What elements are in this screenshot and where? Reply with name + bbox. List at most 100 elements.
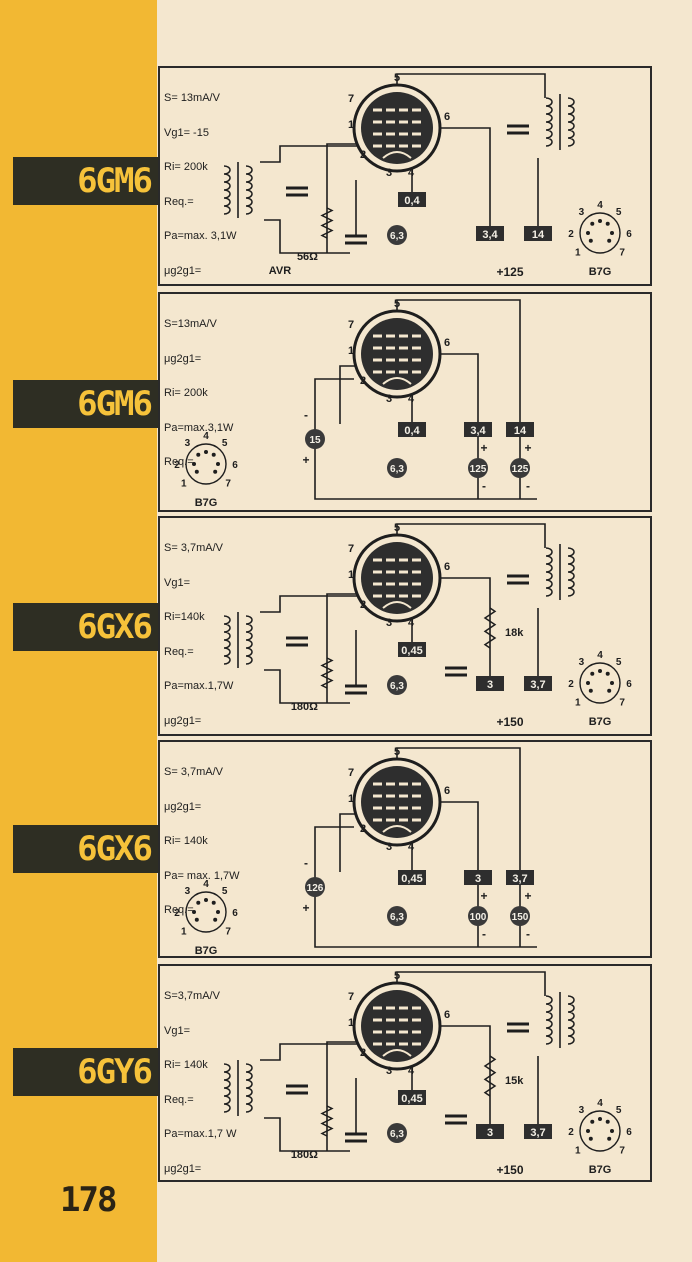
socket-diagram-outline: [579, 662, 621, 704]
grid-meter: 15: [309, 435, 321, 446]
schematic-panel-6gx6-measurement: S= 3,7mA/V μg2g1= Ri= 140k Pa= max. 1,7W…: [158, 740, 652, 958]
socket-pin-label: 1: [575, 698, 581, 709]
socket-pin-label: 2: [568, 679, 574, 690]
screen-resistor: [483, 1055, 497, 1097]
resistor-value: 15k: [505, 1075, 524, 1087]
pin-label: 3: [386, 841, 392, 853]
cathode: [382, 151, 412, 159]
schematic-panel-6gy6-amplifier: S=3,7mA/V Vg1= Ri= 140k Req.= Pa=max.1,7…: [158, 964, 652, 1182]
socket-diagram-outline: [579, 1110, 621, 1152]
polarity-sign: -: [304, 856, 308, 870]
schematic-panel-6gm6-amplifier: S= 13mA/V Vg1= -15 Ri= 200k Req.= Pa=max…: [158, 66, 652, 286]
schematic-panel-6gx6-amplifier: S= 3,7mA/V Vg1= Ri=140k Req.= Pa=max.1,7…: [158, 516, 652, 736]
plate-wire: [396, 747, 521, 947]
param-line: μg2g1=: [164, 800, 202, 813]
param-line: Pa=max. 3,1W: [164, 230, 237, 242]
socket-pin-label: 3: [579, 207, 585, 218]
plate-current-box: 14: [514, 425, 527, 437]
grid-wire: [339, 365, 357, 424]
pin-label: 2: [360, 823, 366, 835]
polarity-sign: -: [482, 927, 486, 941]
ground-wire: [314, 826, 537, 948]
socket-pin-label: 6: [232, 460, 238, 471]
grid-current-box-bg: [398, 422, 426, 437]
socket-pin: [204, 450, 208, 454]
socket-pin-label: 1: [575, 248, 581, 259]
socket-pin: [590, 671, 595, 676]
grid-current-box: 0,4: [404, 425, 420, 437]
socket-pin: [204, 898, 208, 902]
socket-type-label: B7G: [589, 1164, 612, 1176]
heater-meter-bg: [387, 906, 407, 926]
resistor-value: 180Ω: [291, 701, 318, 713]
plate-meter: 125: [512, 464, 529, 475]
agc-label: AVR: [269, 265, 291, 277]
pin-label: 3: [386, 1065, 392, 1077]
param-line: μg2g1=: [164, 264, 202, 277]
socket-pin: [610, 681, 614, 685]
input-transformer-secondary: [245, 1063, 253, 1113]
socket-pin: [605, 1119, 610, 1124]
cathode-resistor: [320, 1105, 334, 1137]
pin-label: 6: [444, 785, 450, 797]
socket-pin: [610, 231, 614, 235]
resistor-value: 56Ω: [297, 251, 318, 263]
input-transformer-secondary: [245, 165, 253, 215]
socket-pin: [211, 900, 216, 905]
param-line: S= 13mA/V: [164, 92, 220, 104]
plate-current-box: 3,7: [530, 679, 545, 691]
tube-tab-6gx6-b: 6GX6: [13, 825, 159, 873]
socket-pin-label: 7: [619, 698, 625, 709]
grid-current-box: 0,45: [401, 645, 422, 657]
plate-wire: [396, 971, 546, 996]
param-line: Pa= max. 1,7W: [164, 869, 240, 882]
tube-tab-6gm6-b: 6GM6: [13, 380, 159, 428]
socket-pin-label: 1: [575, 1146, 581, 1157]
pin-label: 7: [348, 543, 354, 555]
cathode: [382, 601, 412, 609]
output-transformer-primary: [545, 995, 553, 1045]
polarity-sign: -: [526, 927, 530, 941]
socket-diagram-outline: [579, 212, 621, 254]
cathode: [382, 377, 412, 385]
socket-type-label: B7G: [195, 945, 218, 957]
socket-pin-label: 5: [222, 438, 228, 449]
grid-wire: [326, 1041, 357, 1151]
parameter-list: S=13mA/V μg2g1= Ri= 200k Pa=max.3,1W Req…: [164, 296, 233, 492]
socket-pin: [586, 681, 590, 685]
tube-tab-6gx6-a: 6GX6: [13, 603, 159, 651]
screen-current-box-bg: [476, 1124, 504, 1139]
param-line: μg2g1=: [164, 352, 202, 365]
socket-pin-label: 2: [174, 908, 180, 919]
socket-pin: [586, 1129, 590, 1133]
socket-pin: [588, 238, 593, 243]
socket-type-label: B7G: [589, 266, 612, 278]
socket-pin-label: 2: [568, 229, 574, 240]
pin-label: 1: [348, 345, 354, 357]
input-transformer-primary: [223, 615, 231, 665]
socket-diagram-outline: [185, 443, 227, 485]
param-line: Ri= 200k: [164, 387, 208, 399]
pin-label: 6: [444, 111, 450, 123]
grid-meter-bg: [305, 429, 325, 449]
heater-voltage-bg: [387, 1123, 407, 1143]
pin-label: 7: [348, 767, 354, 779]
socket-pin: [211, 452, 216, 457]
socket-pin: [196, 900, 201, 905]
screen-current-box: 3: [487, 1127, 493, 1139]
pin-label: 1: [348, 793, 354, 805]
plate-current-box: 14: [532, 229, 545, 241]
socket-pin-label: 4: [597, 200, 603, 211]
screen-current-box-bg: [476, 226, 504, 241]
output-transformer-primary: [545, 97, 553, 147]
socket-pin-label: 6: [626, 1127, 632, 1138]
socket-type-label: B7G: [589, 716, 612, 728]
socket-pin: [192, 462, 196, 466]
screen-current-box: 3,4: [482, 229, 498, 241]
param-line: Pa=max.3,1W: [164, 421, 234, 434]
param-line: Vg1= -15: [164, 126, 209, 139]
grid-wire: [326, 593, 357, 703]
socket-pin: [216, 462, 220, 466]
plate-meter: 150: [512, 912, 529, 923]
